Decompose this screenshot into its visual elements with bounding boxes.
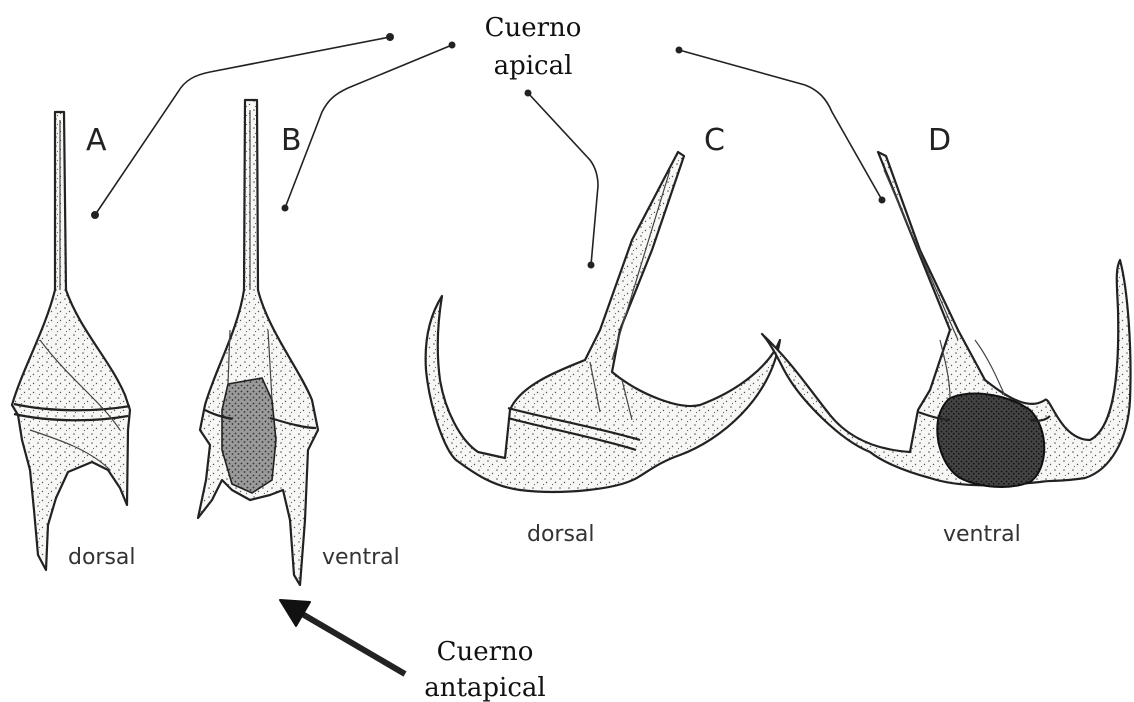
cell-d-letter: D bbox=[928, 123, 951, 158]
antapical-arrow bbox=[280, 600, 405, 674]
title-apical-line2: apical bbox=[494, 51, 573, 81]
cell-c bbox=[426, 152, 780, 492]
leader-a bbox=[95, 37, 390, 215]
title-antapical-line1: Cuerno bbox=[437, 637, 534, 667]
cell-d bbox=[762, 152, 1131, 487]
title-apical-line1: Cuerno bbox=[485, 13, 582, 43]
cell-c-letter: C bbox=[704, 123, 725, 158]
cell-a-letter: A bbox=[86, 123, 107, 158]
leader-c bbox=[528, 93, 598, 265]
cell-a-view: dorsal bbox=[68, 545, 136, 570]
cell-c-view: dorsal bbox=[527, 522, 595, 547]
cell-b-letter: B bbox=[281, 123, 302, 158]
cell-a bbox=[12, 112, 130, 570]
title-antapical-line2: antapical bbox=[424, 673, 546, 702]
leader-b bbox=[285, 45, 452, 208]
cell-b bbox=[198, 100, 318, 585]
cell-d-view: ventral bbox=[943, 522, 1021, 547]
cell-b-view: ventral bbox=[322, 545, 400, 570]
cell-a-body bbox=[12, 112, 130, 570]
cell-b-sulcus bbox=[222, 378, 276, 493]
apical-leaders bbox=[91, 33, 886, 269]
cell-b-body bbox=[198, 100, 318, 585]
